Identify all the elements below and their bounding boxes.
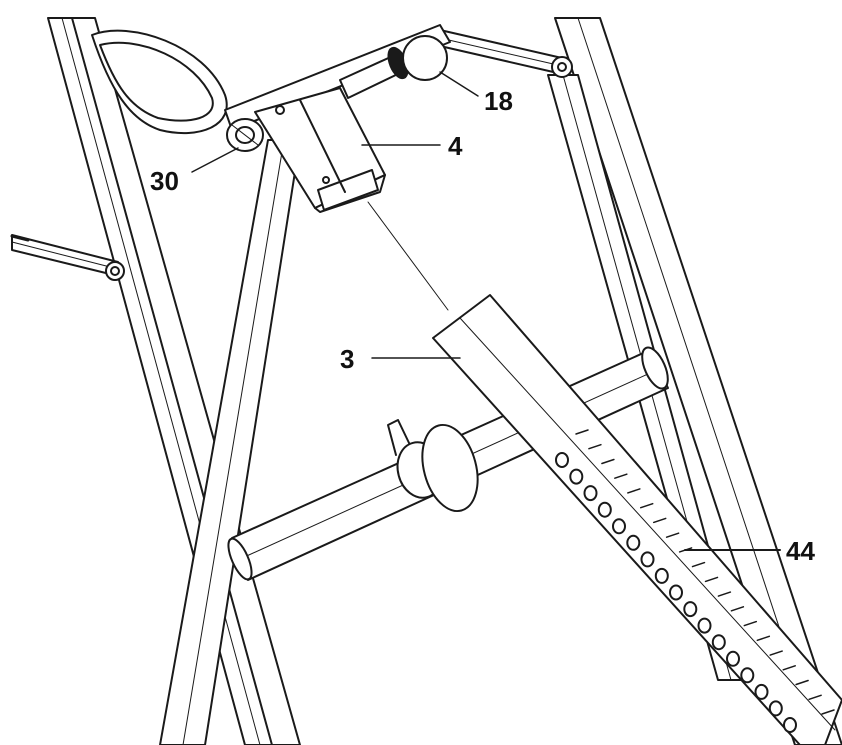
tick-mark	[691, 561, 706, 568]
tick-mark	[704, 576, 719, 583]
adjustment-hole	[597, 501, 612, 518]
tick-mark	[821, 709, 835, 715]
adjustment-hole	[783, 717, 797, 733]
square-bracket	[254, 87, 386, 213]
left-side-strap	[10, 234, 125, 281]
adjustment-hole	[583, 485, 598, 502]
leader-lines	[191, 71, 781, 551]
tick-mark	[743, 620, 758, 627]
callout-labels: 18 4 30 3 44	[150, 86, 815, 566]
right-side-strap	[439, 29, 573, 78]
tick-mark	[808, 694, 822, 701]
tick-mark	[601, 458, 615, 465]
tick-mark	[627, 488, 641, 494]
alignment-guide-line	[367, 201, 449, 311]
pivot-bowl	[91, 29, 228, 135]
tick-mark	[652, 517, 667, 524]
adjustment-hole	[640, 551, 655, 568]
tick-strip	[575, 429, 835, 715]
adjustment-knob	[387, 419, 479, 513]
tick-mark	[588, 443, 602, 450]
tick-mark	[614, 473, 628, 479]
callout-30: 30	[150, 166, 179, 196]
adjustment-hole	[711, 634, 726, 651]
tick-mark	[795, 679, 809, 686]
tick-mark	[639, 502, 654, 509]
callout-44: 44	[786, 536, 815, 566]
tick-mark	[730, 606, 745, 612]
adjustment-hole	[569, 468, 584, 485]
adjustment-hole	[754, 683, 769, 700]
leader-30	[191, 147, 239, 173]
shaft-assembly	[339, 35, 448, 99]
tick-mark	[717, 591, 732, 597]
right-front-leg	[554, 17, 842, 745]
adjustable-tube	[432, 294, 842, 745]
leader-18	[439, 71, 479, 97]
tick-mark	[782, 665, 796, 671]
callout-3: 3	[340, 344, 354, 374]
adjustment-hole	[626, 534, 641, 551]
adjustment-hole	[654, 567, 669, 584]
adjustment-hole	[697, 617, 712, 634]
tick-mark	[756, 635, 771, 642]
adjustment-hole	[669, 584, 683, 601]
adjustment-hole	[726, 650, 740, 667]
adjustment-holes	[555, 452, 797, 733]
callout-4: 4	[448, 131, 463, 161]
adjustment-hole	[683, 601, 698, 618]
tick-mark	[665, 532, 680, 538]
adjustment-hole	[768, 700, 783, 717]
bearing-cap	[226, 118, 264, 152]
adjustment-hole	[740, 667, 755, 684]
tick-mark	[769, 650, 783, 656]
adjustment-hole	[612, 518, 626, 535]
callout-18: 18	[484, 86, 513, 116]
adjustment-hole	[555, 452, 569, 468]
tick-mark	[575, 429, 589, 435]
